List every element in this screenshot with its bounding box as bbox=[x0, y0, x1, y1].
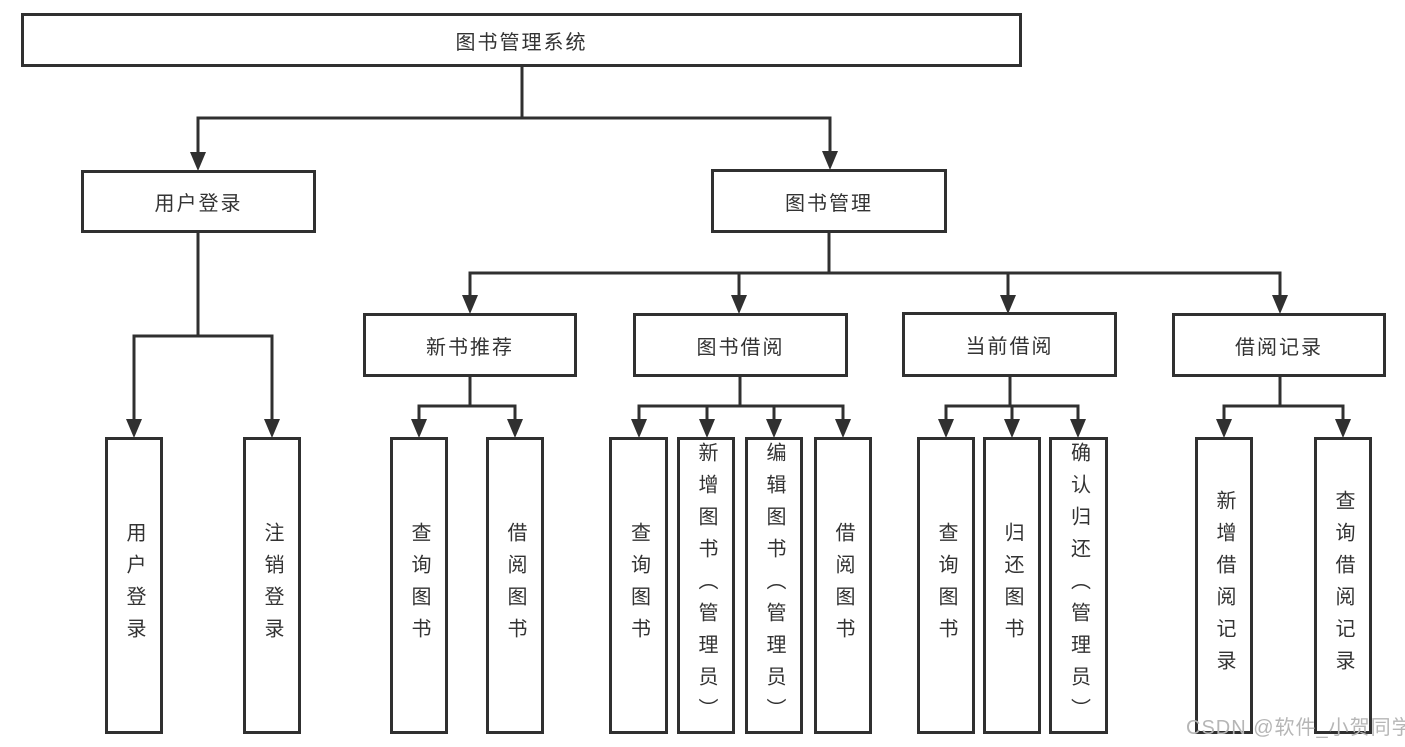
leaf-label: 注销登录 bbox=[261, 521, 283, 650]
leaf-label: 查询借阅记录 bbox=[1332, 489, 1354, 682]
leaf-record-add: 新增借阅记录 bbox=[1195, 437, 1253, 734]
leaf-user-login: 用户登录 bbox=[105, 437, 163, 734]
leaf-label: 借阅图书 bbox=[832, 521, 854, 650]
node-book-borrow: 图书借阅 bbox=[633, 313, 848, 377]
connector-lines bbox=[132, 67, 1345, 419]
node-new-book-recommend: 新书推荐 bbox=[363, 313, 577, 377]
leaf-current-return: 归还图书 bbox=[983, 437, 1041, 734]
leaf-newbook-query: 查询图书 bbox=[390, 437, 448, 734]
leaf-borrow-edit-admin: 编辑图书（管理员） bbox=[745, 437, 803, 734]
leaf-label: 查询图书 bbox=[935, 521, 957, 650]
node-user-login: 用户登录 bbox=[81, 170, 316, 233]
leaf-borrow-add-admin: 新增图书（管理员） bbox=[677, 437, 735, 734]
node-current-borrow: 当前借阅 bbox=[902, 312, 1117, 377]
leaf-borrow-borrow: 借阅图书 bbox=[814, 437, 872, 734]
leaf-current-query: 查询图书 bbox=[917, 437, 975, 734]
node-book-management: 图书管理 bbox=[711, 169, 947, 233]
leaf-newbook-borrow: 借阅图书 bbox=[486, 437, 544, 734]
leaf-label: 查询图书 bbox=[627, 521, 650, 650]
leaf-label: 新增借阅记录 bbox=[1213, 489, 1235, 682]
leaf-label: 编辑图书（管理员） bbox=[763, 441, 785, 730]
watermark: CSDN @软件_小贺同学 bbox=[1186, 717, 1405, 739]
leaf-current-confirm-admin: 确认归还（管理员） bbox=[1049, 437, 1108, 734]
leaf-record-query: 查询借阅记录 bbox=[1314, 437, 1372, 734]
node-borrow-record: 借阅记录 bbox=[1172, 313, 1386, 377]
leaf-label: 借阅图书 bbox=[504, 521, 526, 650]
leaf-label: 查询图书 bbox=[408, 521, 430, 650]
node-root-library-system: 图书管理系统 bbox=[21, 13, 1022, 67]
leaf-label: 归还图书 bbox=[1001, 521, 1023, 650]
leaf-label: 用户登录 bbox=[123, 521, 145, 650]
leaf-logout: 注销登录 bbox=[243, 437, 301, 734]
leaf-label: 新增图书（管理员） bbox=[695, 441, 717, 730]
leaf-borrow-query: 查询图书 bbox=[609, 437, 668, 734]
leaf-label: 确认归还（管理员） bbox=[1067, 441, 1090, 730]
